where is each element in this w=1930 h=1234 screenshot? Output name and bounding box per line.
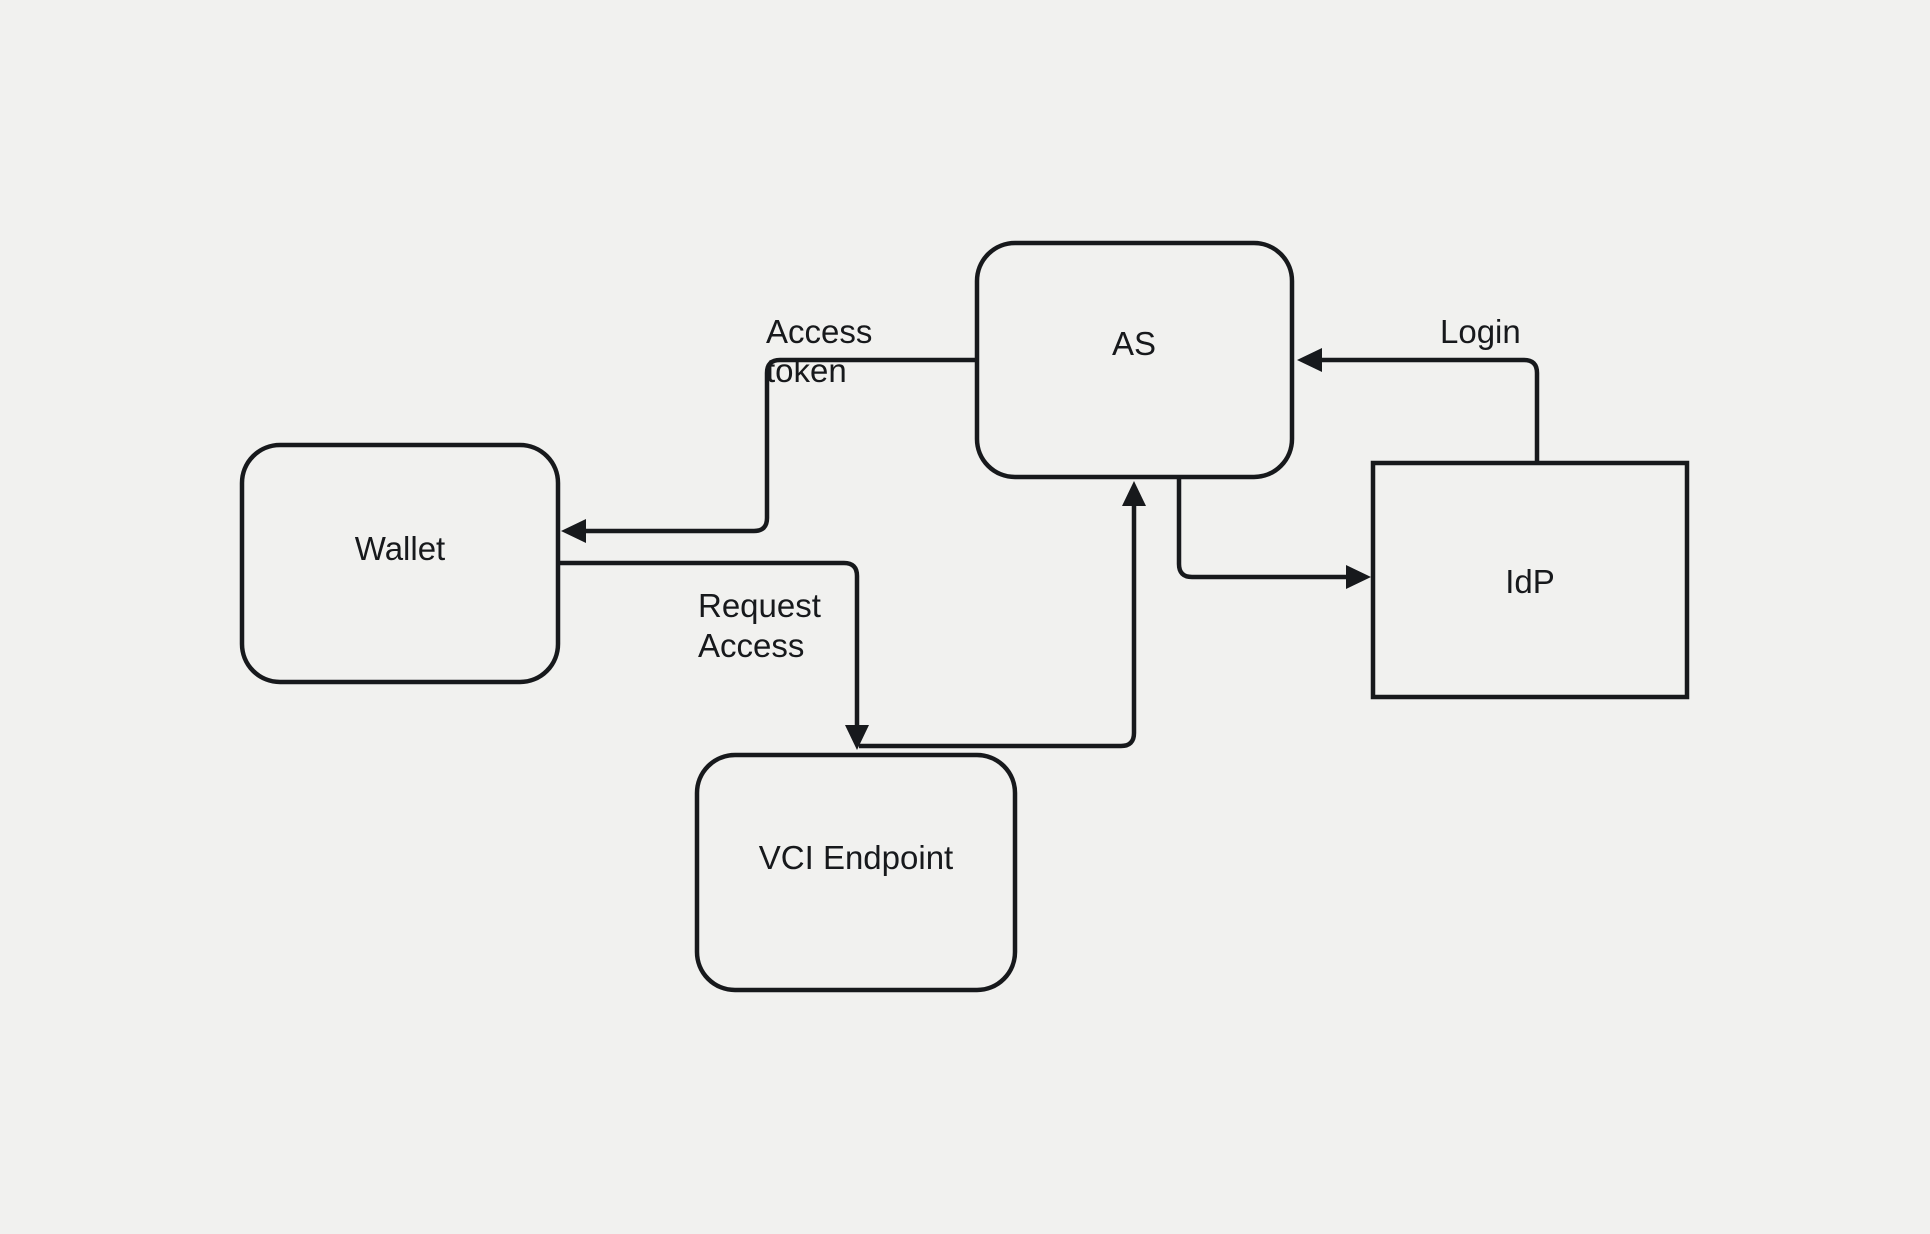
edges-layer	[558, 348, 1540, 750]
edge-as-to-idp-line	[1176, 477, 1346, 580]
edge-login-arrowhead	[1297, 348, 1322, 372]
edge-label-request-access-line1: Request	[698, 587, 821, 624]
edge-vci-to-as-line	[859, 506, 1137, 749]
edge-access-token-line	[584, 357, 977, 534]
vci-endpoint-label: VCI Endpoint	[759, 839, 953, 876]
node-idp: IdP	[1370, 460, 1690, 700]
edge-access-token-arrowhead	[561, 519, 586, 543]
wallet-label: Wallet	[355, 530, 445, 567]
edge-label-login: Login	[1440, 313, 1521, 350]
as-label: AS	[1112, 325, 1156, 362]
edge-as-to-idp-arrowhead	[1346, 565, 1371, 589]
node-as: AS	[974, 240, 1295, 480]
edge-request-access-arrowhead	[845, 725, 869, 750]
vci-endpoint-box	[694, 752, 1018, 993]
node-wallet: Wallet	[239, 442, 561, 685]
node-vci-endpoint: VCI Endpoint	[694, 752, 1018, 993]
edge-label-access-token-line2: token	[766, 352, 847, 389]
edge-label-request-access-line2: Access	[698, 627, 804, 664]
edge-login-line	[1322, 357, 1540, 462]
edge-labels-layer: Access token Request Access Login	[698, 313, 1521, 664]
nodes-layer: AS Wallet IdP VCI Endpoint	[239, 240, 1690, 993]
idp-box	[1370, 460, 1690, 700]
edge-vci-to-as-arrowhead	[1122, 481, 1146, 506]
edge-label-access-token-line1: Access	[766, 313, 872, 350]
as-box	[974, 240, 1295, 480]
idp-label: IdP	[1505, 563, 1555, 600]
edge-request-access-line	[558, 560, 860, 726]
wallet-box	[239, 442, 561, 685]
